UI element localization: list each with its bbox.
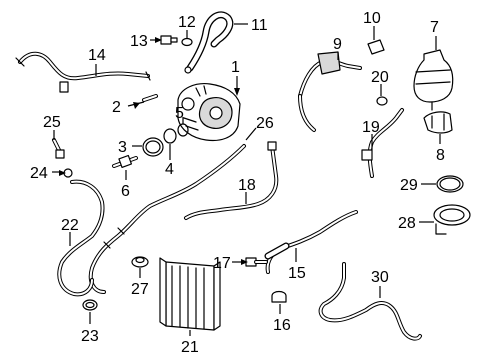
callout-18: 18 bbox=[238, 177, 256, 194]
part-12-clamp bbox=[181, 37, 193, 47]
callout-5: 5 bbox=[175, 105, 184, 122]
part-16-cap bbox=[271, 290, 287, 303]
callout-1: 1 bbox=[231, 59, 240, 76]
part-1-pump bbox=[177, 83, 241, 142]
part-15-line bbox=[264, 210, 358, 274]
arrowhead-24 bbox=[59, 170, 66, 176]
part-23-clamp bbox=[82, 299, 98, 311]
callout-24: 24 bbox=[30, 165, 48, 182]
callout-9: 9 bbox=[333, 36, 342, 53]
part-29-ring bbox=[436, 175, 464, 193]
callout-19: 19 bbox=[362, 119, 380, 136]
callout-14: 14 bbox=[88, 47, 106, 64]
callout-2: 2 bbox=[112, 99, 121, 116]
part-21-cooler bbox=[159, 257, 221, 331]
callout-23: 23 bbox=[81, 328, 99, 345]
callout-22: 22 bbox=[61, 217, 79, 234]
callout-11: 11 bbox=[251, 17, 268, 34]
part-8-bracket bbox=[423, 111, 453, 134]
part-10-cap bbox=[367, 39, 385, 55]
part-27-cap bbox=[131, 256, 149, 268]
part-11-hose bbox=[184, 11, 234, 74]
part-7-reservoir bbox=[413, 49, 454, 111]
callout-12: 12 bbox=[178, 14, 196, 31]
part-9-hose bbox=[298, 51, 362, 132]
callout-20: 20 bbox=[371, 69, 389, 86]
part-30-line bbox=[318, 262, 422, 341]
callout-7: 7 bbox=[430, 19, 439, 36]
part-13-bolt bbox=[160, 35, 178, 45]
arrowhead-1 bbox=[234, 88, 240, 96]
callout-28: 28 bbox=[398, 215, 416, 232]
callout-10: 10 bbox=[363, 10, 381, 27]
part-2-bolt bbox=[142, 94, 158, 102]
arrowhead-17 bbox=[241, 259, 248, 265]
callout-6: 6 bbox=[121, 183, 130, 200]
part-22-line bbox=[57, 179, 105, 297]
callout-15: 15 bbox=[288, 265, 306, 282]
callout-16: 16 bbox=[273, 317, 291, 334]
part-28-clamp bbox=[433, 204, 471, 235]
arrowhead-13 bbox=[155, 37, 162, 43]
callout-3: 3 bbox=[118, 139, 127, 156]
part-20-clamp bbox=[376, 96, 388, 106]
part-3-ring bbox=[142, 137, 164, 157]
callout-13: 13 bbox=[130, 33, 148, 50]
callout-27: 27 bbox=[131, 281, 149, 298]
callout-4: 4 bbox=[165, 161, 174, 178]
part-26-tube bbox=[88, 144, 246, 294]
callout-26: 26 bbox=[256, 115, 274, 132]
part-6-valve bbox=[112, 154, 138, 169]
callout-30: 30 bbox=[371, 269, 389, 286]
leader-26 bbox=[245, 127, 257, 141]
part-18-tube bbox=[184, 141, 279, 220]
callout-17: 17 bbox=[213, 255, 231, 272]
callout-25: 25 bbox=[43, 114, 61, 131]
callout-8: 8 bbox=[436, 147, 445, 164]
part-4-ring bbox=[163, 128, 177, 144]
callout-21: 21 bbox=[181, 339, 199, 356]
callout-29: 29 bbox=[400, 177, 418, 194]
arrowhead-2 bbox=[133, 102, 140, 109]
part-25-bolt bbox=[52, 138, 65, 159]
part-14-line bbox=[15, 51, 151, 93]
part-17-bolt bbox=[245, 257, 268, 267]
